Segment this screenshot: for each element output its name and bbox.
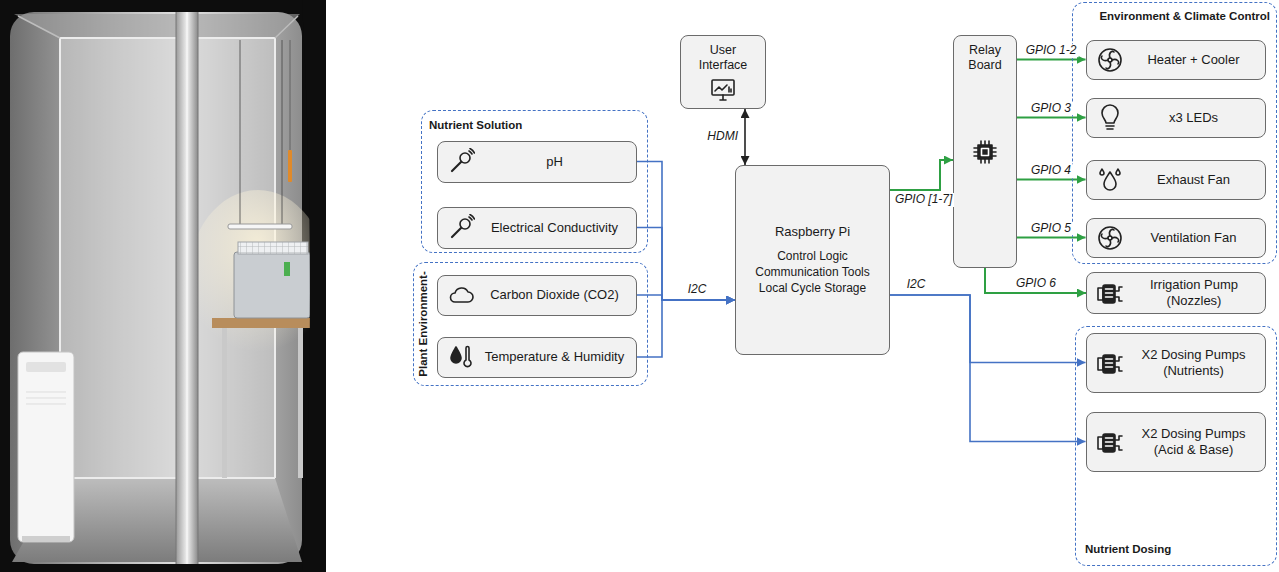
dosing-group: Nutrient Dosing X2 Dosing Pumps (Nutrient… xyxy=(1075,326,1277,566)
connector xyxy=(890,295,1086,363)
sensor-group: Plant Environment- Carbon Dioxide (CO2) Te… xyxy=(413,262,648,386)
box-label: User Interface xyxy=(688,43,758,73)
connector xyxy=(985,268,1086,293)
interface-box: User Interface xyxy=(680,35,766,109)
heading-slot: Nutrient Dosing xyxy=(1085,539,1171,557)
box-label: Relay Board xyxy=(960,43,1010,73)
edge-label: GPIO [1-7] xyxy=(893,193,954,207)
group-heading: Nutrient Dosing xyxy=(1085,543,1171,555)
connector xyxy=(890,295,1086,442)
connector xyxy=(637,162,736,301)
connector xyxy=(890,160,953,190)
actuator-box: Exhaust Fan xyxy=(1086,160,1266,200)
connector xyxy=(1017,237,1086,239)
box-body: Control Logic Communication Tools Local … xyxy=(747,248,879,297)
group-heading: Environment & Climate Control xyxy=(1099,10,1270,22)
edge-label: GPIO 3 xyxy=(1029,102,1073,116)
group-heading: Nutrient Solution xyxy=(429,119,522,131)
edge-label: GPIO 6 xyxy=(1014,277,1058,291)
edge-label: GPIO 1-2 xyxy=(1024,44,1079,58)
box-label: Carbon Dioxide (CO2) xyxy=(490,287,619,303)
controller-box: Raspberry Pi Control Logic Communication … xyxy=(735,165,890,355)
heading-slot: Plant Environment- xyxy=(415,263,431,385)
pump-box: X2 Dosing Pumps (Acid & Base) xyxy=(1086,412,1266,472)
connector xyxy=(1017,59,1086,61)
box-label: Raspberry Pi xyxy=(775,224,850,240)
box-label: X2 Dosing Pumps (Nutrients) xyxy=(1129,347,1259,378)
box-label: Heater + Cooler xyxy=(1147,52,1239,68)
sensor-box: Electrical Conductivity xyxy=(437,207,637,249)
edge-label: HDMI xyxy=(705,130,740,144)
bulb-icon xyxy=(1096,104,1124,132)
pump-icon xyxy=(1096,349,1124,377)
chip-icon xyxy=(971,138,999,166)
grow-tent-photo xyxy=(0,0,326,572)
pump-box: X2 Dosing Pumps (Nutrients) xyxy=(1086,333,1266,393)
box-label: X2 Dosing Pumps (Acid & Base) xyxy=(1129,426,1259,457)
actuator-box: Heater + Cooler xyxy=(1086,40,1266,80)
probe-icon xyxy=(447,214,475,242)
actuator-box: Ventilation Fan xyxy=(1086,218,1266,258)
cloud-icon xyxy=(447,281,475,309)
connector xyxy=(1017,179,1086,181)
box-label: Temperature & Humidity xyxy=(485,349,624,365)
sensor-box: pH xyxy=(437,141,637,183)
box-label: x3 LEDs xyxy=(1169,110,1218,126)
probe-icon xyxy=(447,148,475,176)
sensor-box: Carbon Dioxide (CO2) xyxy=(437,275,637,316)
fan-icon xyxy=(1096,46,1124,74)
edge-label: I2C xyxy=(686,283,709,297)
sensor-box: Temperature & Humidity xyxy=(437,337,637,378)
connector xyxy=(637,300,736,357)
edge-label: GPIO 4 xyxy=(1029,164,1073,178)
connector xyxy=(637,228,736,301)
actuator-group: Environment & Climate ControlHeater + Co… xyxy=(1072,2,1277,264)
thermo-icon xyxy=(447,343,475,371)
edge-label: I2C xyxy=(905,278,928,292)
pump-icon xyxy=(1096,428,1124,456)
edge-label: GPIO 5 xyxy=(1029,222,1073,236)
pump-icon xyxy=(1096,279,1124,307)
heading-slot: Nutrient Solution xyxy=(429,115,522,133)
connector xyxy=(744,109,746,165)
fan-icon xyxy=(1096,224,1124,252)
relay-box: Relay Board xyxy=(953,35,1017,268)
connector xyxy=(1017,117,1086,119)
box-label: Ventilation Fan xyxy=(1150,230,1236,246)
pump-box: Irrigation Pump (Nozzles) xyxy=(1086,272,1266,314)
box-label: pH xyxy=(546,154,563,170)
box-label: Electrical Conductivity xyxy=(491,220,618,236)
sensor-group: Nutrient Solution pH Electrical Conductivi… xyxy=(421,110,648,253)
box-label: Exhaust Fan xyxy=(1157,172,1230,188)
box-label: Irrigation Pump (Nozzles) xyxy=(1129,277,1259,308)
actuator-box: x3 LEDs xyxy=(1086,98,1266,138)
group-heading: Plant Environment- xyxy=(417,271,429,376)
heading-slot: Environment & Climate Control xyxy=(1099,6,1270,24)
monitor-icon xyxy=(709,76,737,104)
drops-icon xyxy=(1096,166,1124,194)
